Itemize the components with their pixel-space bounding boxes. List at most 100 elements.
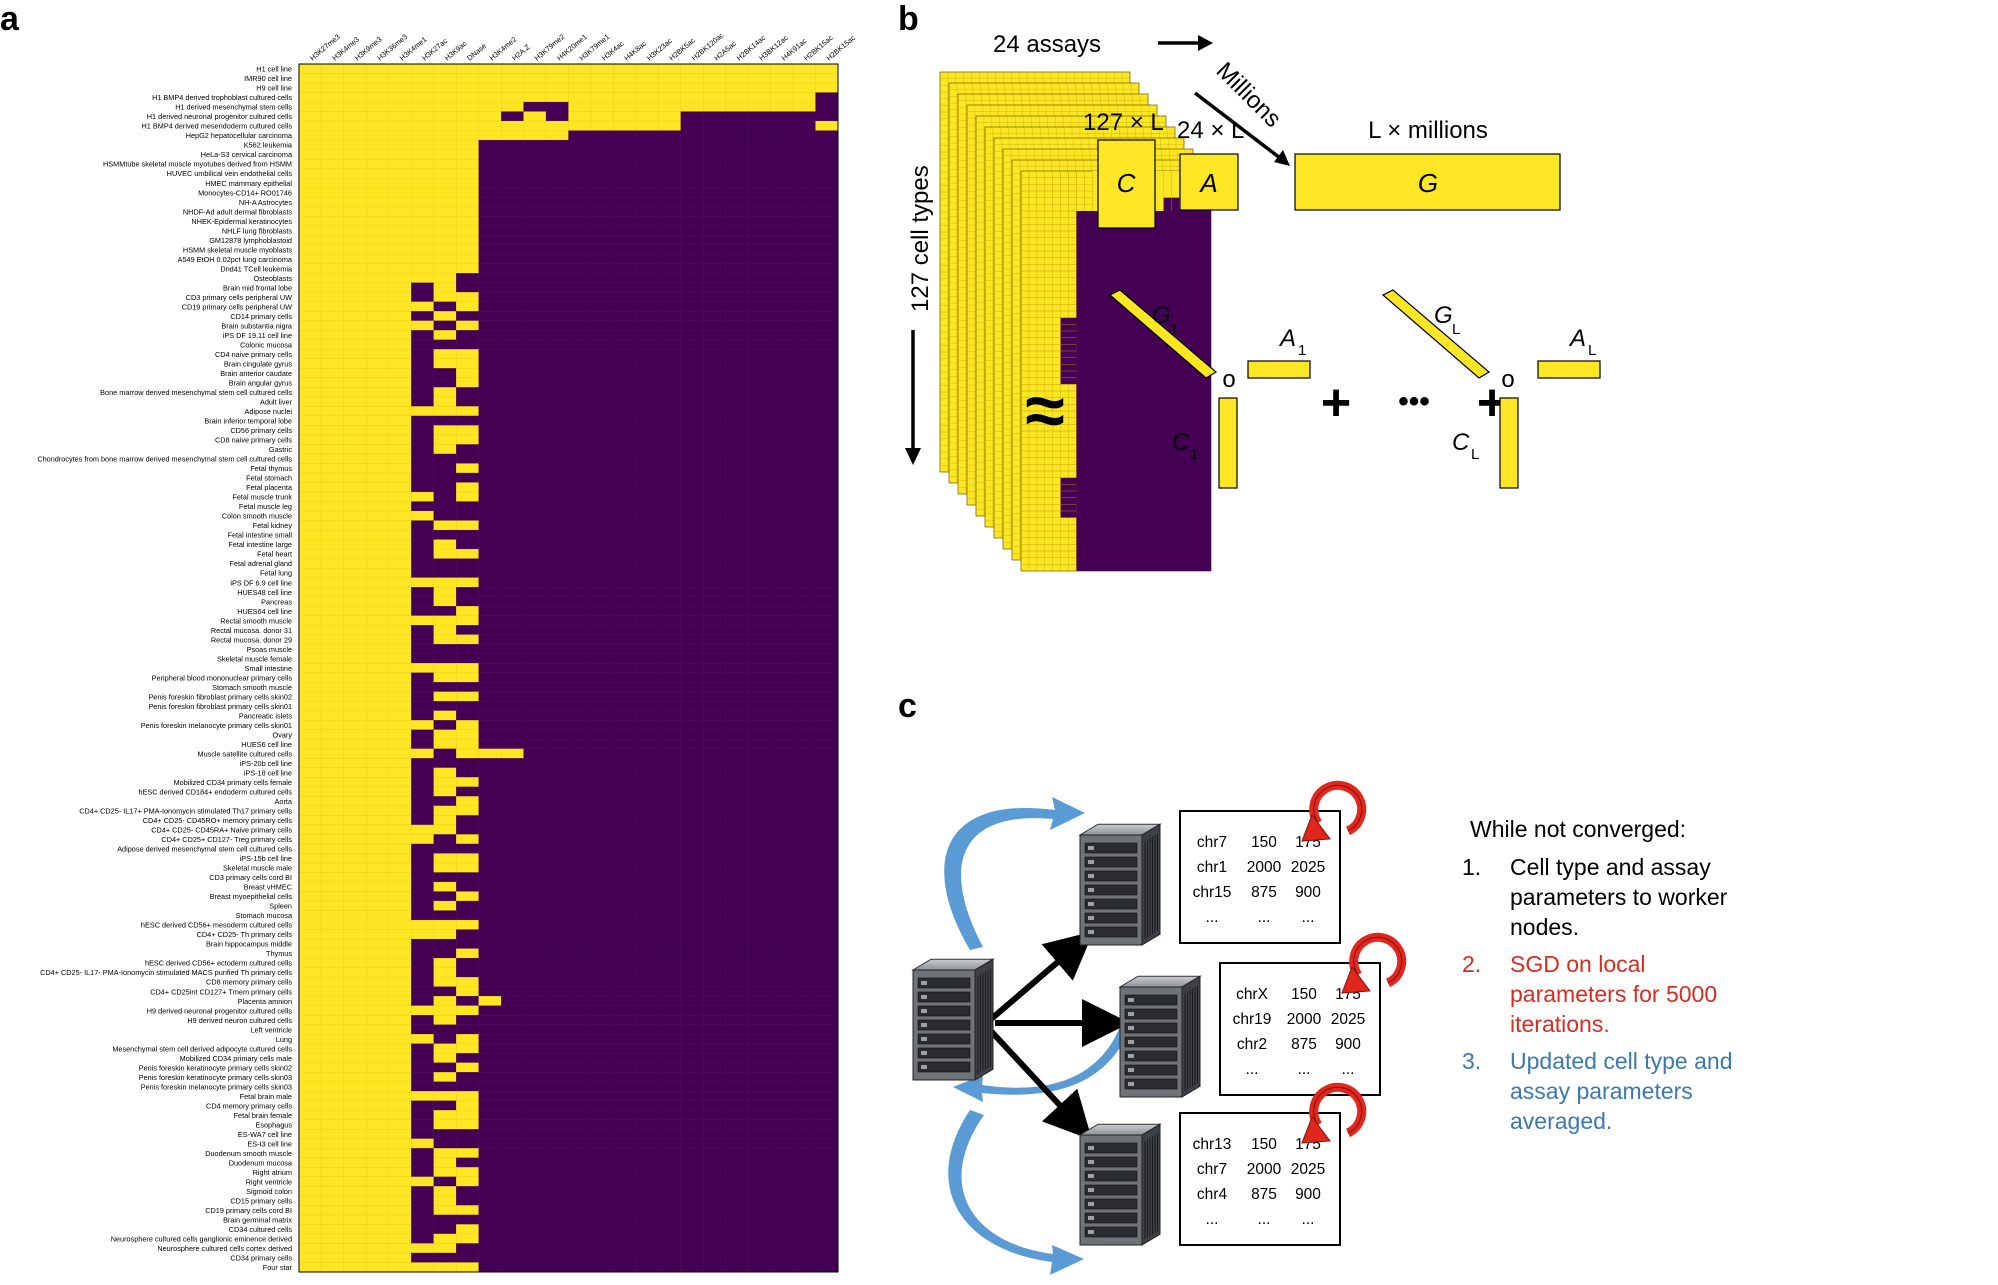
heatmap-cell xyxy=(590,1119,614,1130)
heatmap-cell xyxy=(748,948,771,959)
heatmap-cell xyxy=(748,1091,771,1101)
heatmap-cell xyxy=(545,120,569,131)
heatmap-cell xyxy=(680,758,704,768)
heatmap-cell xyxy=(568,339,592,350)
heatmap-cell xyxy=(703,1195,726,1206)
heatmap-cell xyxy=(321,292,345,302)
heatmap-cell xyxy=(343,358,367,369)
heatmap-cell xyxy=(433,263,457,274)
heatmap-row-label: NHDF-Ad adult dermal fibroblasts xyxy=(183,207,292,216)
heatmap-cell xyxy=(613,339,637,350)
heatmap-cell xyxy=(770,977,794,987)
heatmap-cell xyxy=(568,1062,592,1073)
heatmap-cell xyxy=(590,92,614,103)
heatmap-cell xyxy=(703,843,726,854)
heatmap-cell xyxy=(568,644,592,654)
heatmap-cell xyxy=(545,786,569,797)
heatmap-cell xyxy=(343,653,367,664)
heatmap-cell xyxy=(501,444,524,455)
heatmap-cell xyxy=(590,900,614,911)
heatmap-cell xyxy=(613,292,637,302)
heatmap-cell xyxy=(411,710,434,721)
heatmap-cell xyxy=(725,758,749,768)
heatmap-cell xyxy=(680,929,704,940)
heatmap-cell xyxy=(523,1224,547,1235)
heatmap-cell xyxy=(298,149,322,160)
heatmap-cell xyxy=(792,510,816,521)
heatmap-cell xyxy=(725,672,749,683)
heatmap-cell xyxy=(545,63,569,74)
heatmap-cell xyxy=(366,320,389,331)
heatmap-row-label: Thymus xyxy=(266,949,292,958)
heatmap-cell xyxy=(590,235,614,245)
heatmap-cell xyxy=(366,225,389,236)
heatmap-cell xyxy=(658,720,681,730)
heatmap-cell xyxy=(343,415,367,426)
heatmap-cell xyxy=(523,587,547,597)
heatmap-cell xyxy=(501,539,524,550)
heatmap-cell xyxy=(478,758,502,768)
heatmap-cell xyxy=(792,1072,816,1082)
heatmap-cell xyxy=(725,1110,749,1120)
heatmap-cell xyxy=(725,843,749,854)
heatmap-cell xyxy=(411,1186,434,1197)
heatmap-cell xyxy=(433,1072,457,1082)
heatmap-cell xyxy=(613,957,637,968)
heatmap-cell xyxy=(545,577,569,588)
heatmap-cell xyxy=(590,377,614,388)
heatmap-cell xyxy=(568,710,592,721)
heatmap-cell xyxy=(501,529,524,540)
heatmap-cell xyxy=(298,900,322,911)
heatmap-cell xyxy=(635,919,659,930)
heatmap-cell xyxy=(523,948,547,959)
heatmap-cell xyxy=(658,101,681,112)
heatmap-cell xyxy=(815,1176,839,1187)
heatmap-cell xyxy=(568,1148,592,1158)
heatmap-cell xyxy=(613,1091,637,1101)
heatmap-cell xyxy=(770,986,794,997)
heatmap-cell xyxy=(658,1214,681,1225)
heatmap-cell xyxy=(703,1015,726,1025)
heatmap-cell xyxy=(748,834,771,845)
heatmap-cell xyxy=(456,1005,479,1016)
heatmap-cell xyxy=(635,653,659,664)
heatmap-cell xyxy=(815,520,839,531)
heatmap-cell xyxy=(568,663,592,673)
heatmap-cell xyxy=(658,510,681,521)
heatmap-cell xyxy=(568,434,592,445)
heatmap-cell xyxy=(366,957,389,968)
heatmap-cell xyxy=(298,644,322,654)
heatmap-cell xyxy=(523,434,547,445)
heatmap-cell xyxy=(366,1138,389,1149)
heatmap-cell xyxy=(680,244,704,255)
heatmap-cell xyxy=(501,368,524,379)
heatmap-cell xyxy=(635,482,659,493)
heatmap-cell xyxy=(748,1176,771,1187)
heatmap-cell xyxy=(343,1262,367,1273)
heatmap-row-label: CD3 primary cells cord BI xyxy=(209,873,292,882)
heatmap-cell xyxy=(523,453,547,464)
heatmap-cell xyxy=(635,510,659,521)
heatmap-cell xyxy=(703,1081,726,1092)
heatmap-cell xyxy=(792,701,816,711)
heatmap-cell xyxy=(298,463,322,474)
heatmap-cell xyxy=(703,178,726,188)
heatmap-cell xyxy=(523,558,547,569)
heatmap-cell xyxy=(680,1043,704,1054)
heatmap-cell xyxy=(635,1119,659,1130)
heatmap-cell xyxy=(456,625,479,635)
heatmap-cell xyxy=(748,415,771,426)
heatmap-cell xyxy=(703,739,726,749)
heatmap-cell xyxy=(321,996,345,1006)
heatmap-cell xyxy=(321,92,345,103)
table-cell: chr7 xyxy=(1197,1161,1227,1178)
heatmap-cell xyxy=(613,796,637,807)
heatmap-cell xyxy=(366,739,389,749)
heatmap-cell xyxy=(298,358,322,369)
heatmap-cell xyxy=(321,977,345,987)
heatmap-cell xyxy=(658,139,681,150)
heatmap-cell xyxy=(613,63,637,74)
heatmap-row-label: Pancreas xyxy=(261,597,292,606)
heatmap-cell xyxy=(613,606,637,616)
heatmap-cell xyxy=(411,320,434,331)
